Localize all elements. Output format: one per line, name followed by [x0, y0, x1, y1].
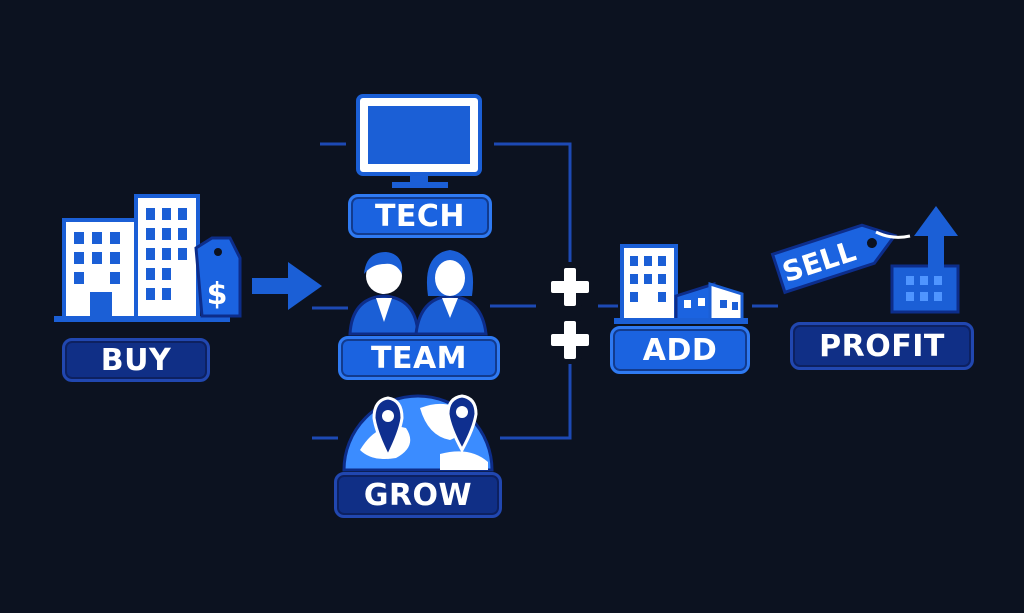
monitor-icon [356, 94, 482, 188]
plus-icon [548, 265, 592, 309]
globe-with-pins-icon [342, 394, 494, 472]
step-label-buy: BUY [62, 338, 210, 382]
step-label-profit: PROFIT [790, 322, 974, 370]
two-people-icon [348, 250, 488, 336]
sell-tag-icon: SELL [770, 223, 911, 295]
step-label-tech: TECH [348, 194, 492, 238]
building-cluster-icon [614, 244, 748, 324]
arrow-right-icon [252, 262, 322, 310]
step-label-grow: GROW [334, 472, 502, 518]
office-building-icon [54, 194, 230, 322]
dollar-tag-icon: $ [194, 236, 242, 318]
svg-text:$: $ [207, 277, 228, 312]
connector-lines [312, 142, 778, 440]
arrow-up-icon [914, 206, 958, 268]
step-label-team: TEAM [338, 336, 500, 380]
step-label-add: ADD [610, 326, 750, 374]
profit-building-icon [890, 264, 960, 314]
plus-icon [548, 318, 592, 362]
